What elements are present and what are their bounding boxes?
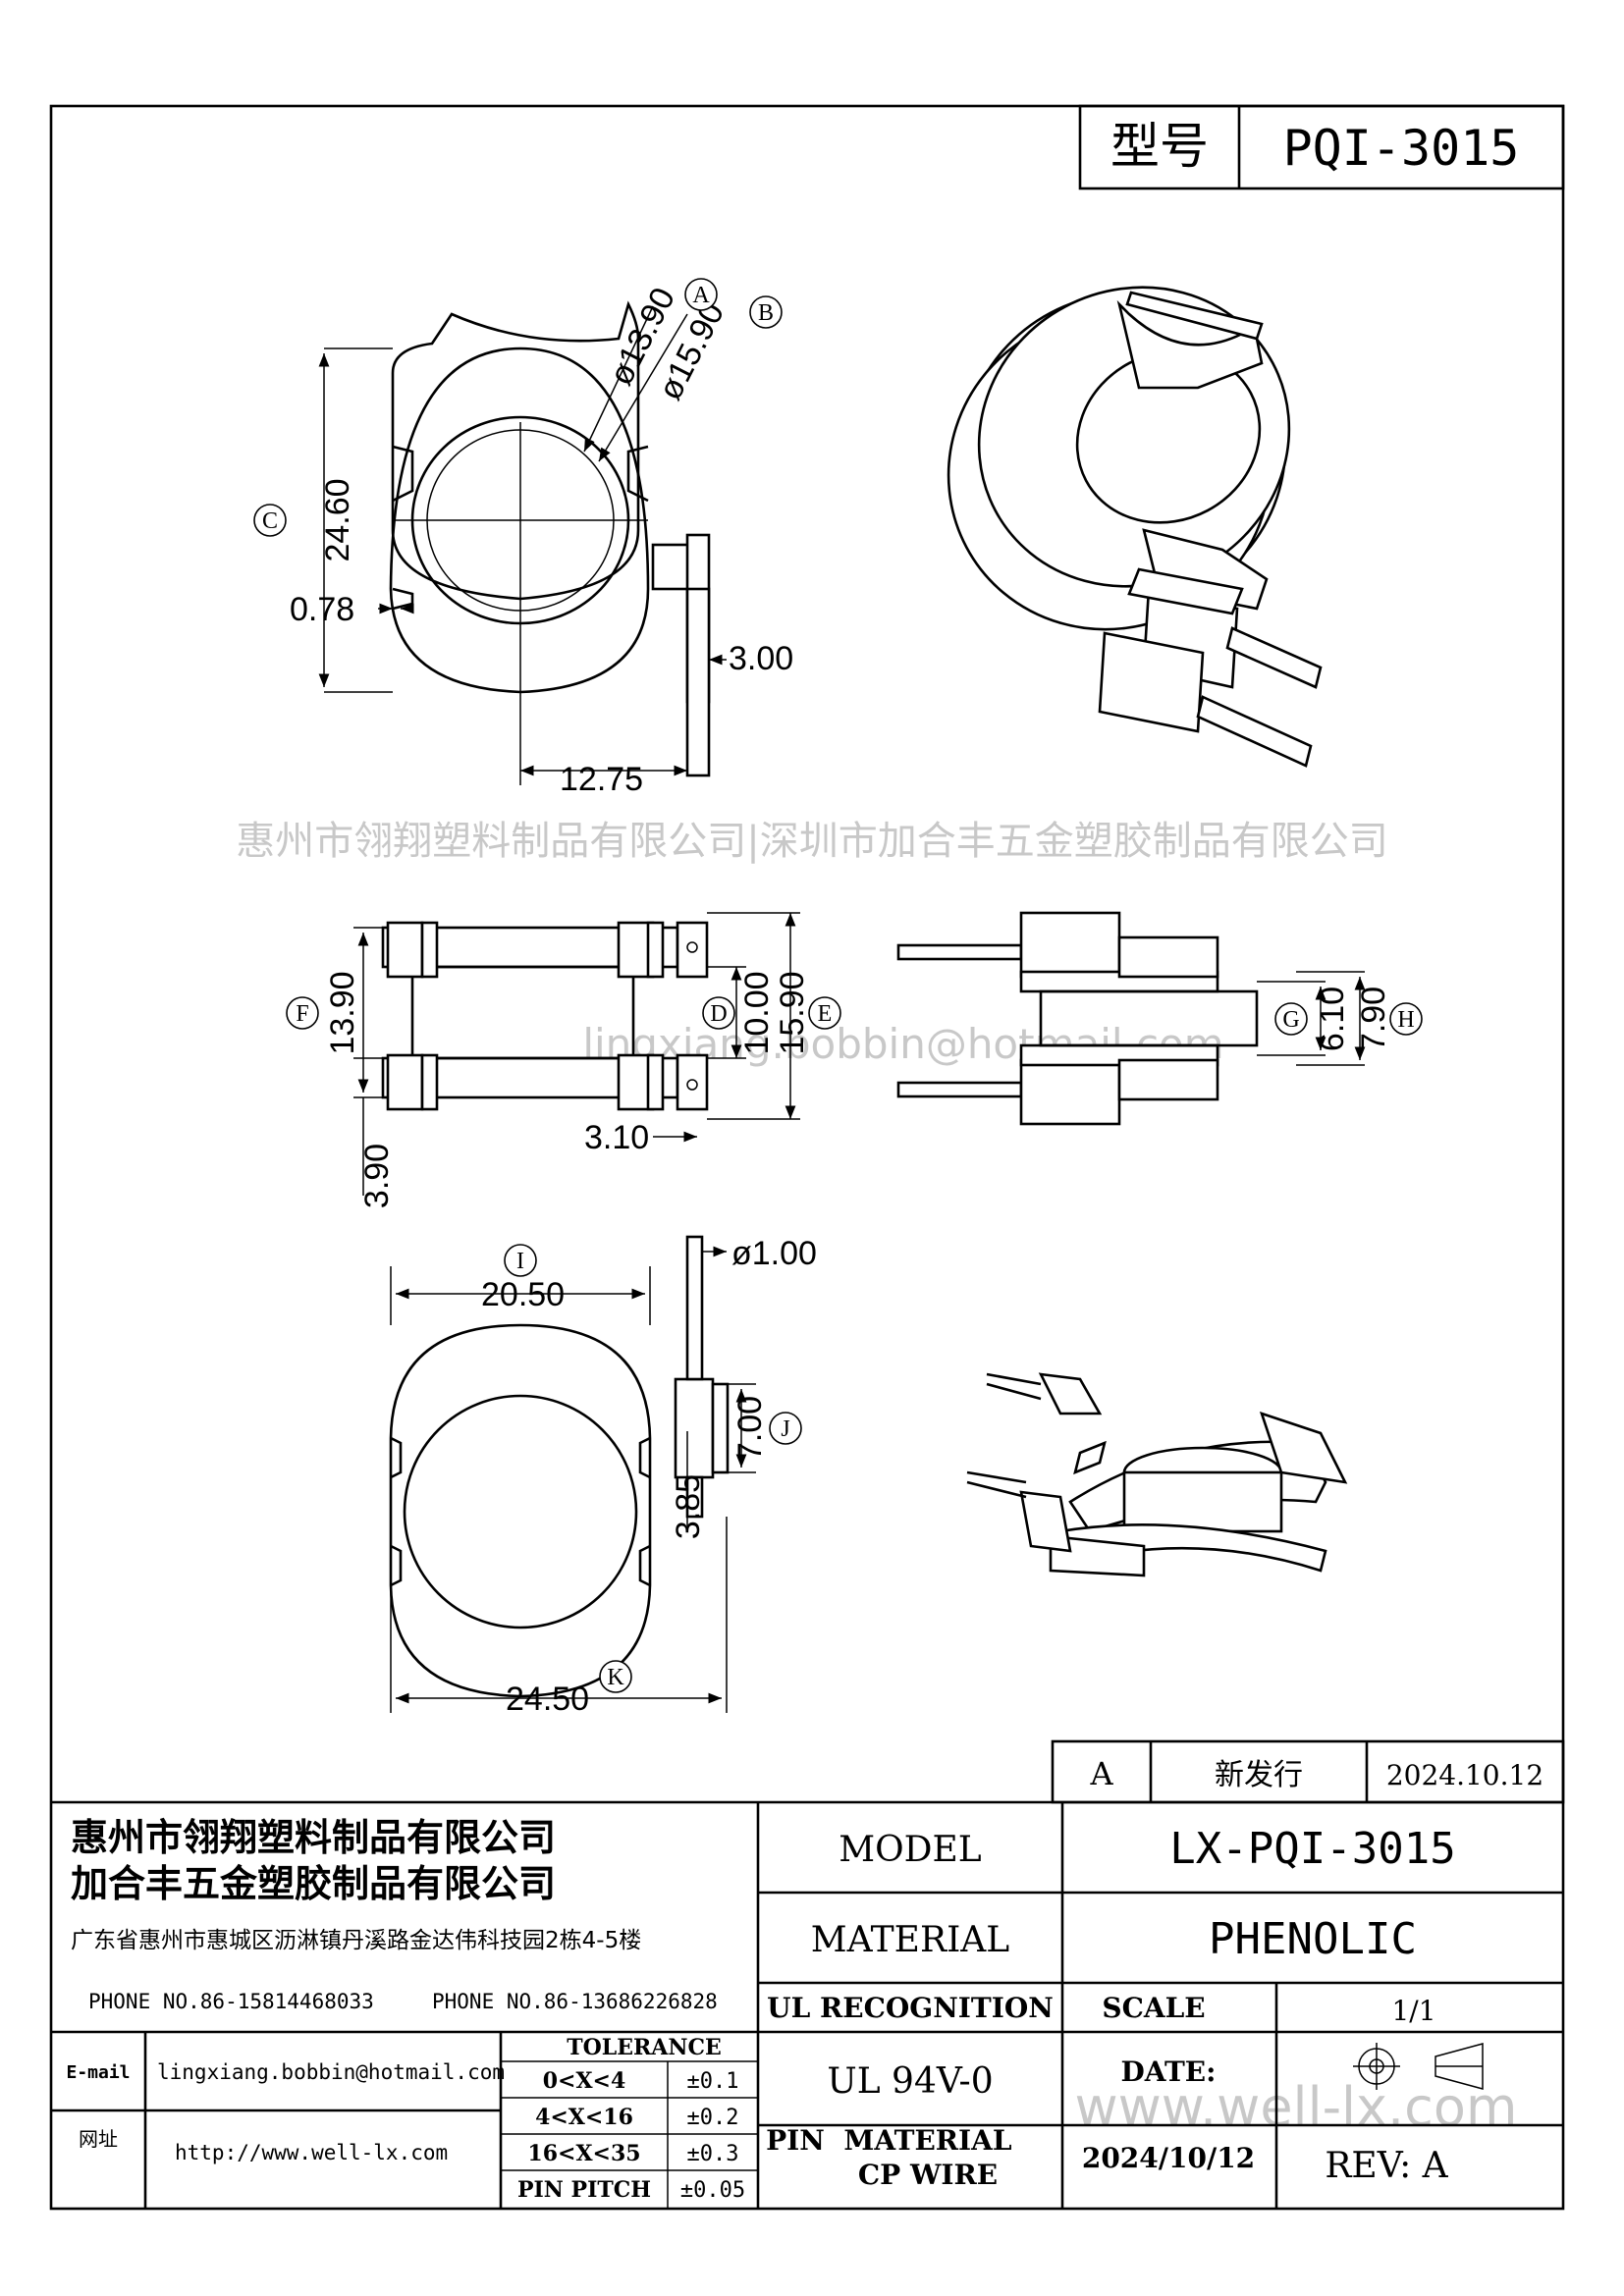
side-view-front: 13.90 F 3.90 10.00 D 15.90 E 3.10 (286, 912, 841, 1208)
tolerance-range-1: 4<X<16 (535, 2105, 633, 2130)
bottom-dim-d-value: 3.85 (670, 1474, 707, 1539)
isometric-view-bottom (966, 1372, 1348, 1577)
top-dim-f-value: 12.75 (560, 761, 643, 798)
tolerance-label: TOLERANCE (567, 2035, 722, 2060)
side-dim-e-value: 3.10 (584, 1119, 649, 1156)
tolerance-range-2: 16<X<35 (527, 2141, 640, 2166)
side-dim-f-tag-circle (286, 996, 319, 1030)
sheet-border (49, 104, 1565, 2211)
top-view: 24.60 C 0.78 3.00 12.75 ø13.90 ø15.90 A … (253, 278, 793, 798)
bottom-dim-i-tag: I (516, 1249, 524, 1274)
side-dim-f-value: 6.10 (1314, 987, 1351, 1051)
revision-row: A 新发行 2024.10.12 (1051, 1739, 1565, 1804)
pin-material-value: CP WIRE (858, 2159, 998, 2191)
model-label: MODEL (839, 1830, 982, 1870)
watermark-companies: 惠州市翎翔塑料制品有限公司|深圳市加合丰五金塑胶制品有限公司 (236, 819, 1387, 864)
top-dim-c-value: 24.60 (319, 478, 356, 561)
web-value[interactable]: http://www.well-lx.com (175, 2141, 448, 2164)
side-dim-e-tag: E (818, 1001, 833, 1027)
model-value: LX-PQI-3015 (1169, 1824, 1455, 1874)
company-name-2: 加合丰五金塑胶制品有限公司 (71, 1862, 556, 1905)
bottom-dim-j-tag: J (781, 1416, 789, 1442)
web-label: 网址 (79, 2127, 118, 2151)
top-dim-c-tag: C (262, 508, 278, 534)
company-address: 广东省惠州市惠城区沥淋镇丹溪路金达伟科技园2栋4-5楼 (71, 1928, 641, 1953)
side-dim-h-tag-circle (1389, 1002, 1423, 1036)
date-label: DATE: (1121, 2056, 1217, 2088)
side-dim-c-value: 10.00 (738, 971, 776, 1054)
side-dim-h-tag: H (1397, 1007, 1414, 1033)
company-phone-1: PHONE NO.86-15814468033 (88, 1990, 374, 2013)
tolerance-value-3: ±0.05 (680, 2178, 745, 2203)
header-model-value: PQI-3015 (1283, 120, 1520, 177)
side-view-right: 6.10 7.90 G H (896, 911, 1423, 1126)
header-model-box: 型号 PQI-3015 (1078, 104, 1565, 190)
top-dim-a-tag-circle (684, 278, 718, 311)
tolerance-value-1: ±0.2 (687, 2106, 739, 2130)
tolerance-value-2: ±0.3 (687, 2142, 739, 2166)
revision-desc: 新发行 (1215, 1758, 1303, 1792)
side-dim-g-tag-circle (1274, 1002, 1308, 1036)
side-dim-g-value: 7.90 (1355, 987, 1392, 1051)
email-value[interactable]: lingxiang.bobbin@hotmail.com (157, 2060, 505, 2084)
company-phone-2: PHONE NO.86-13686226828 (432, 1990, 718, 2013)
bottom-dim-b-value: ø1.00 (731, 1235, 817, 1272)
revision-code: A (1089, 1755, 1113, 1792)
bottom-dim-k-tag-circle (599, 1660, 632, 1693)
top-dim-d-value: 0.78 (290, 591, 354, 628)
bottom-dim-j-tag-circle (769, 1412, 802, 1445)
bottom-dim-a-value: 20.50 (481, 1276, 565, 1313)
side-dim-d-value: 15.90 (774, 971, 811, 1054)
bottom-dim-k-tag: K (607, 1665, 624, 1690)
pin-material-label: MATERIAL (843, 2124, 1011, 2157)
top-dim-a-tag: A (692, 283, 710, 308)
scale-value: 1/1 (1391, 1995, 1435, 2027)
material-label: MATERIAL (811, 1920, 1010, 1960)
top-dim-b-tag: B (758, 300, 774, 326)
side-dim-e-tag-circle (808, 996, 841, 1030)
projection-symbol-icon (1353, 2043, 1484, 2090)
isometric-view-top (947, 286, 1323, 768)
bottom-dim-i-tag-circle (504, 1244, 537, 1277)
top-dim-c-tag-circle (253, 504, 287, 537)
material-value: PHENOLIC (1209, 1914, 1417, 1964)
side-dim-f-tag: F (296, 1001, 308, 1027)
side-dim-d-tag-circle (702, 996, 735, 1030)
side-dim-a-value: 13.90 (324, 971, 361, 1054)
ul-label: UL RECOGNITION (767, 1992, 1054, 2024)
revision-date: 2024.10.12 (1386, 1759, 1543, 1791)
watermark-web: www.well-lx.com (1074, 2076, 1517, 2138)
scale-label: SCALE (1102, 1992, 1205, 2024)
tolerance-range-0: 0<X<4 (543, 2068, 626, 2094)
email-label: E-mail (66, 2062, 130, 2083)
ul-value: UL 94V-0 (827, 2061, 993, 2102)
side-dim-g-tag: G (1282, 1007, 1299, 1033)
top-dim-e-value: 3.00 (729, 640, 793, 677)
company-name-1: 惠州市翎翔塑料制品有限公司 (71, 1816, 556, 1859)
header-model-label: 型号 (1110, 118, 1209, 175)
side-dim-d-tag: D (710, 1001, 727, 1027)
tolerance-value-0: ±0.1 (687, 2069, 739, 2094)
side-dim-b-value: 3.90 (358, 1144, 396, 1208)
pin-label: PIN (766, 2124, 825, 2157)
bottom-dim-c-value: 7.00 (731, 1396, 769, 1461)
tolerance-range-3: PIN PITCH (517, 2177, 651, 2203)
bottom-dim-e-value: 24.50 (506, 1681, 589, 1718)
top-dim-b-tag-circle (749, 295, 783, 329)
title-block: 惠州市翎翔塑料制品有限公司 加合丰五金塑胶制品有限公司 广东省惠州市惠城区沥淋镇… (51, 1800, 1563, 2209)
bottom-view: 20.50 I ø1.00 7.00 J 3.85 24.50 K (389, 1235, 817, 1718)
date-value: 2024/10/12 (1082, 2142, 1255, 2174)
rev-label: REV: A (1325, 2146, 1448, 2186)
